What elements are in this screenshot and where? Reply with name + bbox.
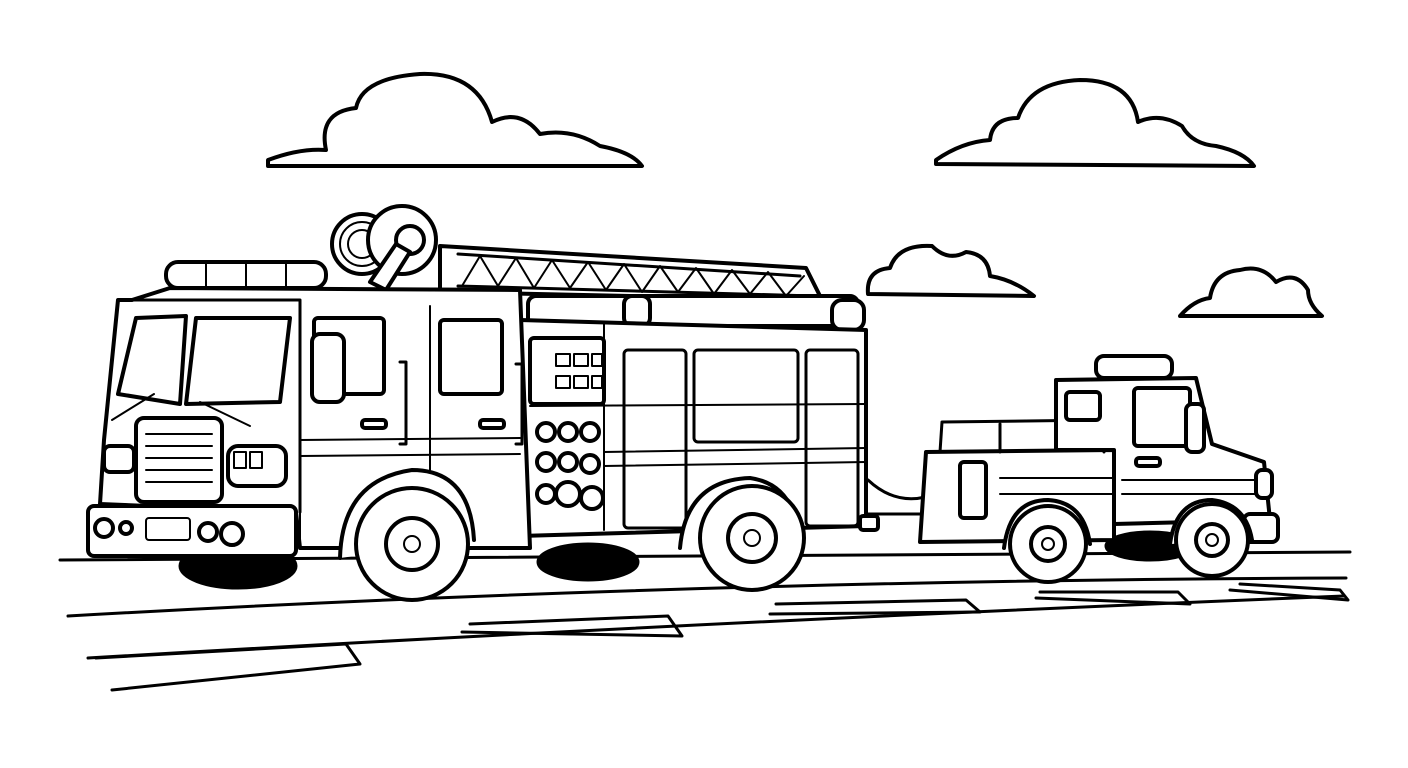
grille — [134, 416, 224, 504]
side-window — [438, 318, 504, 396]
pickup-rear-window — [1064, 390, 1102, 422]
pickup-light-bar — [1094, 354, 1174, 380]
door-handle — [360, 418, 388, 430]
windshield-right — [184, 316, 292, 406]
compartment-door — [692, 348, 800, 444]
door-handle — [478, 418, 506, 430]
headlight-left — [102, 444, 136, 474]
front-wheel — [338, 468, 476, 602]
side-mirror — [310, 332, 346, 404]
pickup-rear-wheel — [1002, 498, 1092, 584]
ladder — [438, 244, 866, 332]
fire-truck — [86, 204, 880, 602]
headlight-right — [226, 444, 288, 488]
pickup-truck — [918, 354, 1280, 584]
windshield-left — [116, 314, 188, 406]
rear-step — [858, 514, 880, 532]
pickup-headlight — [1254, 468, 1274, 500]
cloud-small-middle — [865, 243, 1036, 298]
pickup-door-handle — [1134, 456, 1162, 468]
compartment-door — [622, 348, 688, 530]
pickup-window — [1132, 386, 1192, 448]
hose-reel — [330, 204, 438, 292]
front-bumper — [86, 504, 298, 558]
compartment-door — [804, 348, 860, 528]
rear-wheel — [678, 476, 806, 592]
cloud-large-left — [266, 71, 644, 168]
pickup-mirror — [1184, 402, 1206, 454]
pump-panel — [528, 336, 606, 511]
pickup-front-wheel — [1168, 498, 1254, 578]
tailgate — [958, 460, 988, 520]
cloud-large-right — [934, 78, 1256, 168]
cloud-small-right — [1178, 266, 1324, 318]
rear-tire-shadow — [536, 542, 640, 582]
